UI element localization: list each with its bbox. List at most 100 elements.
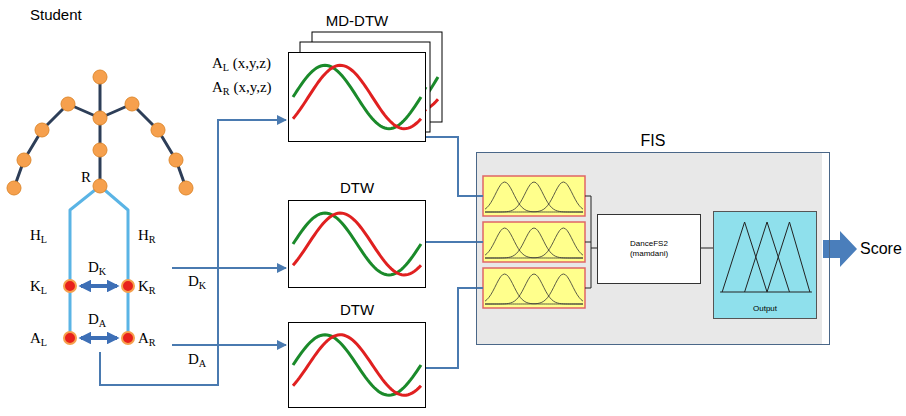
joints <box>7 70 193 195</box>
joint-label: AR <box>138 329 156 347</box>
joint-label: HR <box>138 226 156 244</box>
membership-box <box>483 222 585 262</box>
panel-title: FIS <box>476 132 830 150</box>
membership-curve <box>485 228 583 258</box>
connector <box>701 248 713 249</box>
text-part: D <box>188 273 199 289</box>
score-arrow <box>823 231 857 267</box>
joint-label: HL <box>30 226 47 244</box>
label-holder: DK <box>88 258 106 276</box>
text-subscript: R <box>223 86 230 97</box>
output-box: Output <box>713 211 817 319</box>
text-subscript: L <box>41 285 47 296</box>
panel-title: DTW <box>288 301 426 319</box>
bone <box>100 104 186 188</box>
text-part: H <box>138 227 149 243</box>
membership-triangle <box>745 222 790 292</box>
joint-dot <box>93 70 107 84</box>
ankle-dot <box>122 332 134 344</box>
leg-bone <box>100 186 128 338</box>
fis-ground <box>476 152 822 345</box>
membership-curve <box>485 182 583 212</box>
joint-dot <box>93 143 107 157</box>
text-part: (x,y,z) <box>229 55 271 71</box>
label-holder: DA <box>88 310 106 328</box>
plot-frame <box>288 322 426 408</box>
text-part: H <box>30 227 41 243</box>
text-part: D <box>188 351 199 367</box>
signal-arrow <box>172 267 286 269</box>
signal-label: DA <box>188 350 206 368</box>
plot-panel: DTW <box>288 179 426 288</box>
signal-arrow <box>172 344 286 346</box>
label-holder: AR <box>138 329 156 347</box>
signal-arrow <box>100 120 286 385</box>
leg-bones <box>70 186 128 338</box>
joint-dot <box>7 181 21 195</box>
membership-box <box>483 176 585 216</box>
joint-dot <box>125 97 139 111</box>
connector <box>426 288 476 368</box>
skeleton-bones <box>14 77 186 188</box>
membership-curve <box>485 274 583 304</box>
text-part: D <box>88 311 99 327</box>
joint-dot <box>169 153 183 167</box>
joint-label: KR <box>138 277 156 295</box>
panel-title: MD-DTW <box>288 12 426 30</box>
text-subscript: R <box>149 285 156 296</box>
membership-curve <box>485 182 583 212</box>
joint-dot <box>151 123 165 137</box>
plot-panel: DTW <box>288 301 426 408</box>
fis-panel: FIS DanceFS2(mamdani)Output <box>476 132 830 345</box>
text-subscript: L <box>223 62 229 73</box>
membership-box <box>483 268 585 308</box>
signal-curve <box>293 335 421 395</box>
connector <box>426 137 476 196</box>
label-holder: AR (x,y,z) <box>212 78 272 96</box>
distance-arrow <box>81 284 117 288</box>
joint-label: R <box>81 168 91 186</box>
bus-line <box>585 242 591 243</box>
fis-frame: DanceFS2(mamdani)Output <box>476 152 830 345</box>
plot-frame <box>288 200 426 288</box>
text-subscript: K <box>199 280 206 291</box>
signal-curve <box>293 335 421 395</box>
plot-area <box>289 323 425 407</box>
box-text: (mamdani) <box>630 249 668 259</box>
plot-frame <box>288 52 426 142</box>
label-holder: Score <box>860 239 902 258</box>
joint-dot <box>93 111 107 125</box>
joint-label: KL <box>30 277 47 295</box>
label-holder: HL <box>30 226 47 244</box>
text-subscript: L <box>41 234 47 245</box>
signal-curve <box>293 65 421 128</box>
panel-title: DTW <box>288 179 426 197</box>
text-part: K <box>30 278 41 294</box>
connector <box>426 241 476 243</box>
text-part: A <box>212 79 223 95</box>
text-part: A <box>30 330 41 346</box>
text-part: K <box>138 278 149 294</box>
axis-line <box>720 292 812 293</box>
membership-curves <box>485 182 583 304</box>
output-sets <box>714 212 816 318</box>
membership-boxes <box>483 176 585 308</box>
membership-triangle <box>722 222 767 292</box>
inference-box: DanceFS2(mamdani) <box>597 214 701 284</box>
signal-curve <box>293 65 421 128</box>
text-subscript: A <box>199 358 206 369</box>
knee-dot <box>122 280 134 292</box>
membership-curve <box>485 274 583 304</box>
joint-dot <box>61 97 75 111</box>
text-part: A <box>212 55 223 71</box>
membership-curve <box>485 274 583 304</box>
membership-curve <box>485 228 583 258</box>
distance-arrow <box>81 336 117 340</box>
signal-label: AR (x,y,z) <box>212 78 272 96</box>
knee-dot <box>64 280 76 292</box>
